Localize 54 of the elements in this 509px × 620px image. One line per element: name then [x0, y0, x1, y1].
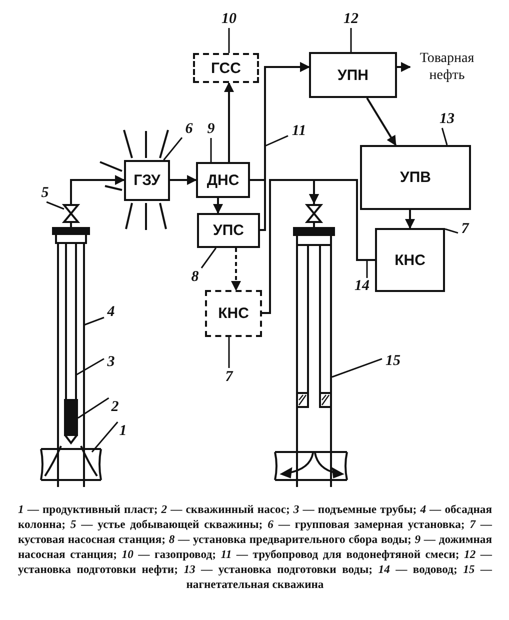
- leader-line: [332, 358, 382, 378]
- leader-line: [84, 316, 104, 326]
- leader-line: [46, 201, 64, 210]
- callout-number: 7: [458, 220, 472, 238]
- leader-line: [76, 358, 104, 376]
- callout-number: 5: [38, 184, 52, 202]
- callout-number: 3: [104, 353, 118, 371]
- callout-number: 10: [218, 10, 240, 28]
- callout-number: 2: [108, 398, 122, 416]
- callout-number: 6: [182, 120, 196, 138]
- arrow: [70, 175, 125, 200]
- leader-line: [78, 397, 110, 419]
- leader-line: [91, 422, 118, 452]
- production-well-drawing: [40, 200, 102, 487]
- callout-number: 12: [340, 10, 362, 28]
- leader-line: [350, 28, 352, 52]
- callout-number: 7: [222, 368, 236, 386]
- leader-line: [228, 28, 230, 53]
- leader-line: [210, 138, 212, 162]
- leader-line: [264, 135, 288, 147]
- callout-number: 1: [116, 422, 130, 440]
- leader-line: [200, 248, 216, 268]
- arrow: [405, 210, 415, 229]
- leader-line: [441, 128, 448, 146]
- leader-line: [444, 228, 458, 234]
- process-box: ГЗУ: [124, 160, 170, 201]
- leader-line: [366, 260, 368, 278]
- callout-number: 4: [104, 303, 118, 321]
- arrow: [397, 62, 411, 72]
- arrow: [366, 97, 397, 146]
- leader-line: [163, 137, 183, 160]
- callout-number: 11: [288, 122, 310, 140]
- caption: 1 — продуктивный пласт; 2 — скважинный насос; 3 — подъемные трубы; 4 — обсадная колонна; 5 — устье добывающей скважины; 6 — групповая замерная установка; 7 — кустовая насосная станция; 8 — установка предварительного сбора воды; 9 — дожимная насосная станция; 10 — газопровод; 11 — трубопровод для водонефтяной смеси; 12 — установка подготовки нефти; 13 — установка подготовки воды; 14 — водовод; 15 — нагнетательная скважина: [18, 502, 492, 592]
- process-box: ДНС: [196, 162, 250, 198]
- process-box: УПС: [197, 213, 260, 248]
- process-box: КНС: [375, 228, 445, 292]
- arrow: [213, 198, 223, 214]
- arrow: [260, 62, 310, 231]
- leader-line: [228, 337, 230, 368]
- output-label: Товарная нефть: [410, 47, 484, 87]
- arrow: [170, 175, 197, 185]
- injection-well-drawing: [274, 203, 348, 487]
- callout-number: 8: [188, 268, 202, 286]
- process-box: ГСС: [193, 53, 259, 83]
- arrow: [231, 248, 241, 291]
- callout-number: 9: [204, 120, 218, 138]
- arrow: [224, 82, 234, 162]
- callout-number: 13: [436, 110, 458, 128]
- process-box: КНС: [205, 290, 262, 337]
- process-box: УПН: [309, 52, 397, 98]
- process-box: УПВ: [360, 145, 471, 210]
- callout-number: 15: [382, 352, 404, 370]
- arrow: [309, 179, 375, 261]
- callout-number: 14: [352, 278, 372, 295]
